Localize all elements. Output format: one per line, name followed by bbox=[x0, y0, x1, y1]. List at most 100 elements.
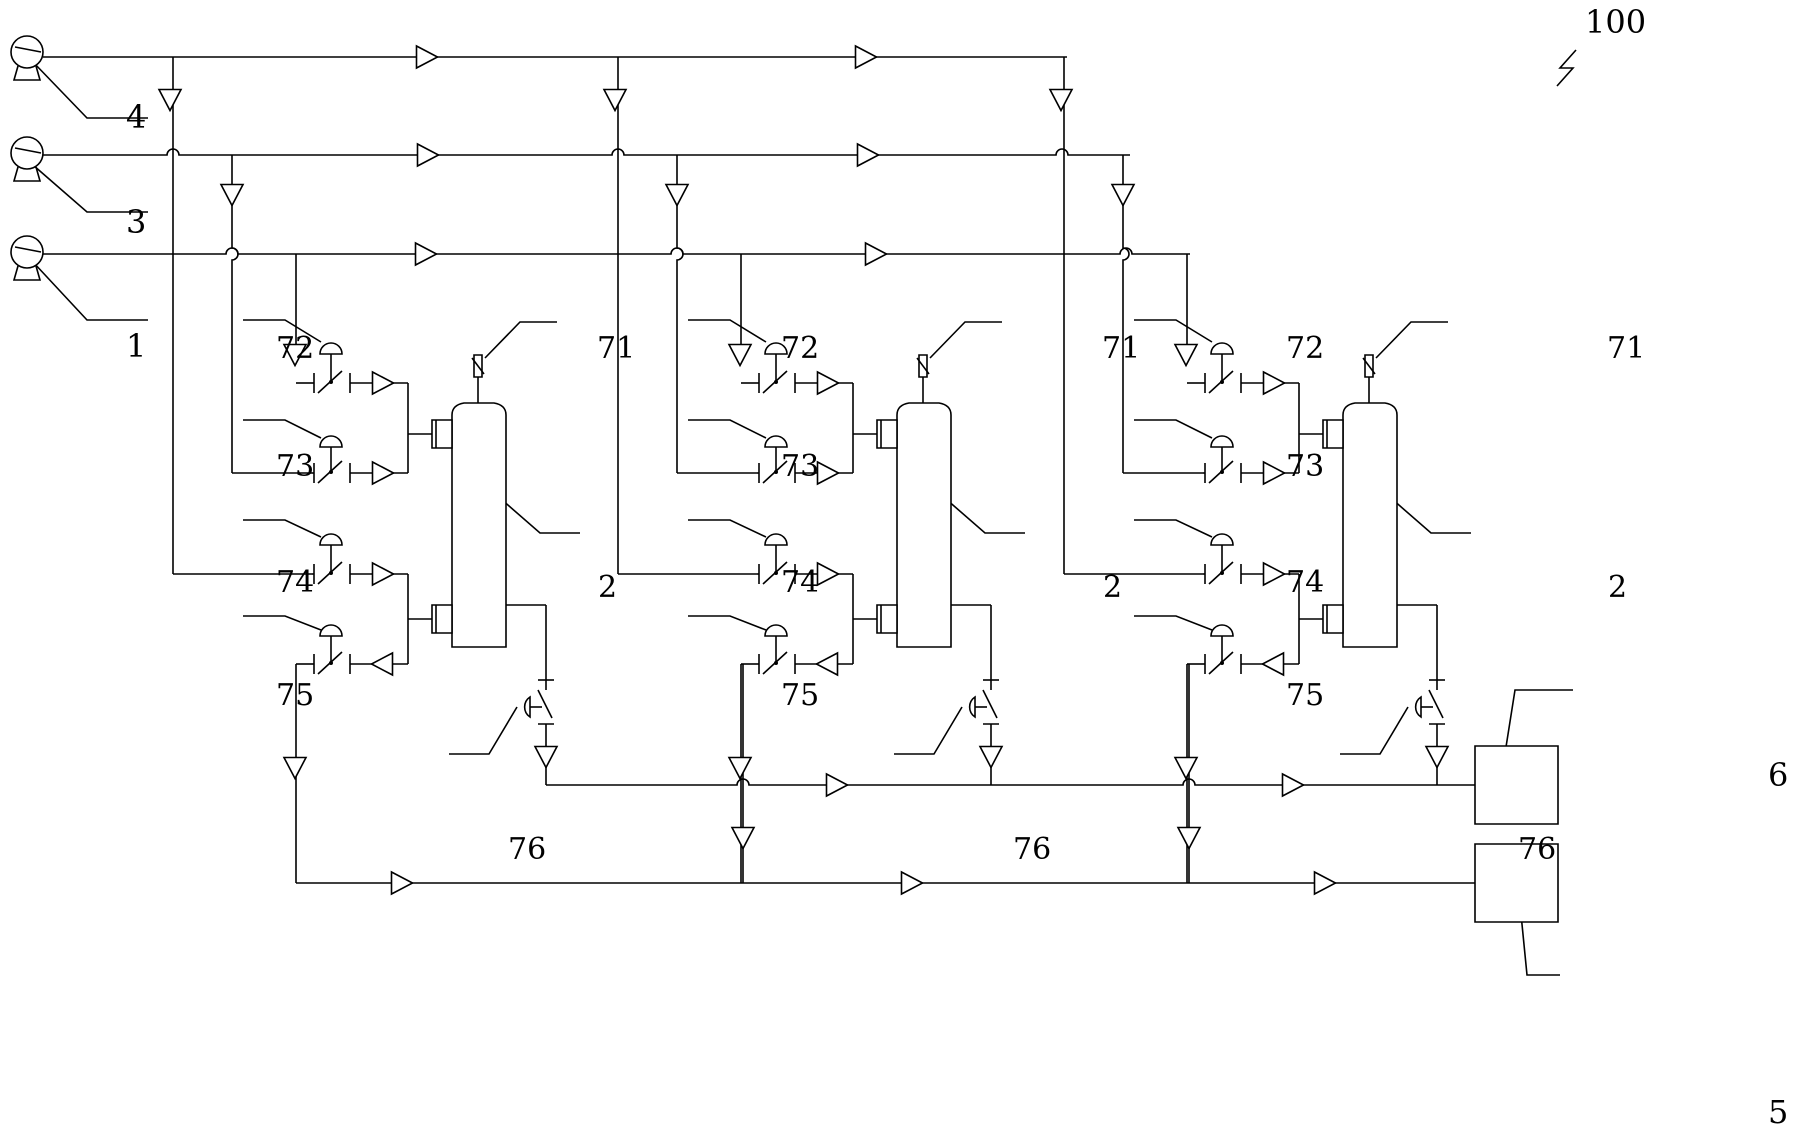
sensor-71-label: 71 bbox=[1607, 331, 1645, 366]
valve-73-label: 73 bbox=[781, 449, 819, 484]
flow-arrow-icon bbox=[1264, 372, 1285, 394]
flow-arrow-icon bbox=[1283, 774, 1304, 796]
flow-arrow-icon bbox=[373, 372, 394, 394]
valve-75-leader bbox=[243, 616, 321, 630]
flow-arrow-icon bbox=[1112, 185, 1134, 206]
valve-76-actuator bbox=[970, 697, 975, 717]
figure-ref-mark bbox=[1557, 50, 1576, 86]
valve-74-leader bbox=[1134, 520, 1212, 537]
valve-75-icon bbox=[312, 625, 350, 674]
flow-arrow-icon bbox=[416, 243, 437, 265]
tank-6-label: 6 bbox=[1768, 756, 1788, 794]
pump-4-leader bbox=[33, 62, 148, 118]
flow-arrow-icon bbox=[1178, 828, 1200, 849]
valve-74-icon bbox=[312, 534, 350, 584]
valve-76-actuator bbox=[525, 697, 530, 717]
valve-72-icon bbox=[312, 343, 350, 393]
nozzle-icon bbox=[432, 605, 452, 633]
valve-73-icon bbox=[757, 436, 795, 483]
valve-76-icon bbox=[1429, 680, 1445, 785]
flow-arrow-icon bbox=[373, 563, 394, 585]
valve-72-label: 72 bbox=[1286, 331, 1324, 366]
valve-75-leader bbox=[1134, 616, 1212, 630]
unit-3-labels: 72 73 74 75 76 71 2 bbox=[1286, 331, 1645, 867]
flow-arrow-icon bbox=[817, 653, 838, 675]
pipe-line bbox=[43, 149, 1130, 155]
flow-arrow-icon bbox=[729, 758, 751, 779]
flow-arrow-icon bbox=[1263, 653, 1284, 675]
flow-arrow-icon bbox=[818, 372, 839, 394]
flow-arrow-icon bbox=[858, 144, 879, 166]
flow-arrow-icon bbox=[827, 774, 848, 796]
sensor-mark bbox=[472, 358, 484, 374]
sensor-mark bbox=[917, 358, 929, 374]
flow-arrow-icon bbox=[535, 747, 557, 768]
flow-arrow-icon bbox=[818, 462, 839, 484]
flow-arrow-icon bbox=[417, 46, 438, 68]
valve-72-leader bbox=[243, 320, 321, 342]
flow-arrow-icon bbox=[866, 243, 887, 265]
valve-74-icon bbox=[757, 534, 795, 584]
flow-arrow-icon bbox=[159, 90, 181, 111]
valve-72-label: 72 bbox=[276, 331, 314, 366]
valve-76-leader bbox=[894, 707, 962, 754]
pump-3-label: 3 bbox=[126, 203, 146, 241]
valve-73-leader bbox=[1134, 420, 1212, 438]
flow-arrow-icon bbox=[1050, 90, 1072, 111]
pump-1-label: 1 bbox=[126, 327, 146, 365]
valve-72-leader bbox=[688, 320, 766, 342]
pump-base bbox=[14, 266, 40, 280]
vessel-2-leader bbox=[1392, 499, 1471, 533]
pump-base bbox=[14, 66, 40, 80]
tank-6-leader bbox=[1503, 690, 1573, 766]
nozzle-icon bbox=[877, 420, 897, 448]
tank-6 bbox=[1475, 746, 1558, 824]
valve-74-label: 74 bbox=[781, 565, 819, 600]
valve-72-icon bbox=[757, 343, 795, 393]
sensor-mark bbox=[1363, 358, 1375, 374]
flow-arrow-icon bbox=[1315, 872, 1336, 894]
pipe-line bbox=[43, 248, 1190, 254]
unit-1-labels: 72 73 74 75 76 71 2 bbox=[276, 331, 635, 867]
vessel-2 bbox=[452, 403, 506, 647]
tank-5-label: 5 bbox=[1768, 1093, 1788, 1131]
flow-arrow-icon bbox=[818, 563, 839, 585]
sensor-71-label: 71 bbox=[597, 331, 635, 366]
flow-arrow-icon bbox=[418, 144, 439, 166]
nozzle-icon bbox=[1323, 605, 1343, 633]
nozzle-icon bbox=[1323, 420, 1343, 448]
valve-75-leader bbox=[688, 616, 766, 630]
flow-arrow-icon bbox=[1426, 747, 1448, 768]
figure-ref-label: 100 bbox=[1585, 3, 1646, 41]
valve-74-leader bbox=[243, 520, 321, 537]
valve-73-icon bbox=[312, 436, 350, 483]
pipe-line bbox=[546, 779, 1475, 785]
sensor-71-leader bbox=[485, 322, 557, 358]
valve-74-label: 74 bbox=[1286, 565, 1324, 600]
valve-72-label: 72 bbox=[781, 331, 819, 366]
pipe-line bbox=[1123, 155, 1129, 473]
vessel-2-label: 2 bbox=[1103, 570, 1122, 605]
valve-75-icon bbox=[757, 625, 795, 674]
vessel-2 bbox=[1343, 403, 1397, 647]
valve-73-icon bbox=[1203, 436, 1241, 483]
sensor-71-leader bbox=[930, 322, 1002, 358]
flow-arrow-icon bbox=[604, 90, 626, 111]
flow-arrow-icon bbox=[221, 185, 243, 206]
valve-76-label: 76 bbox=[1518, 832, 1556, 867]
valve-75-icon bbox=[1203, 625, 1241, 674]
flow-arrow-icon bbox=[666, 185, 688, 206]
flow-arrow-icon bbox=[980, 747, 1002, 768]
pump-1-leader bbox=[33, 262, 148, 320]
flow-arrow-icon bbox=[1175, 345, 1197, 366]
valve-72-icon bbox=[1203, 343, 1241, 393]
valve-75-label: 75 bbox=[781, 678, 819, 713]
flow-arrow-icon bbox=[902, 872, 923, 894]
pipe-lines bbox=[33, 57, 1573, 975]
valve-74-label: 74 bbox=[276, 565, 314, 600]
flow-arrow-icon bbox=[1175, 758, 1197, 779]
tank-5 bbox=[1475, 844, 1558, 922]
sensor-71-leader bbox=[1376, 322, 1448, 358]
valve-76-icon bbox=[983, 680, 999, 785]
